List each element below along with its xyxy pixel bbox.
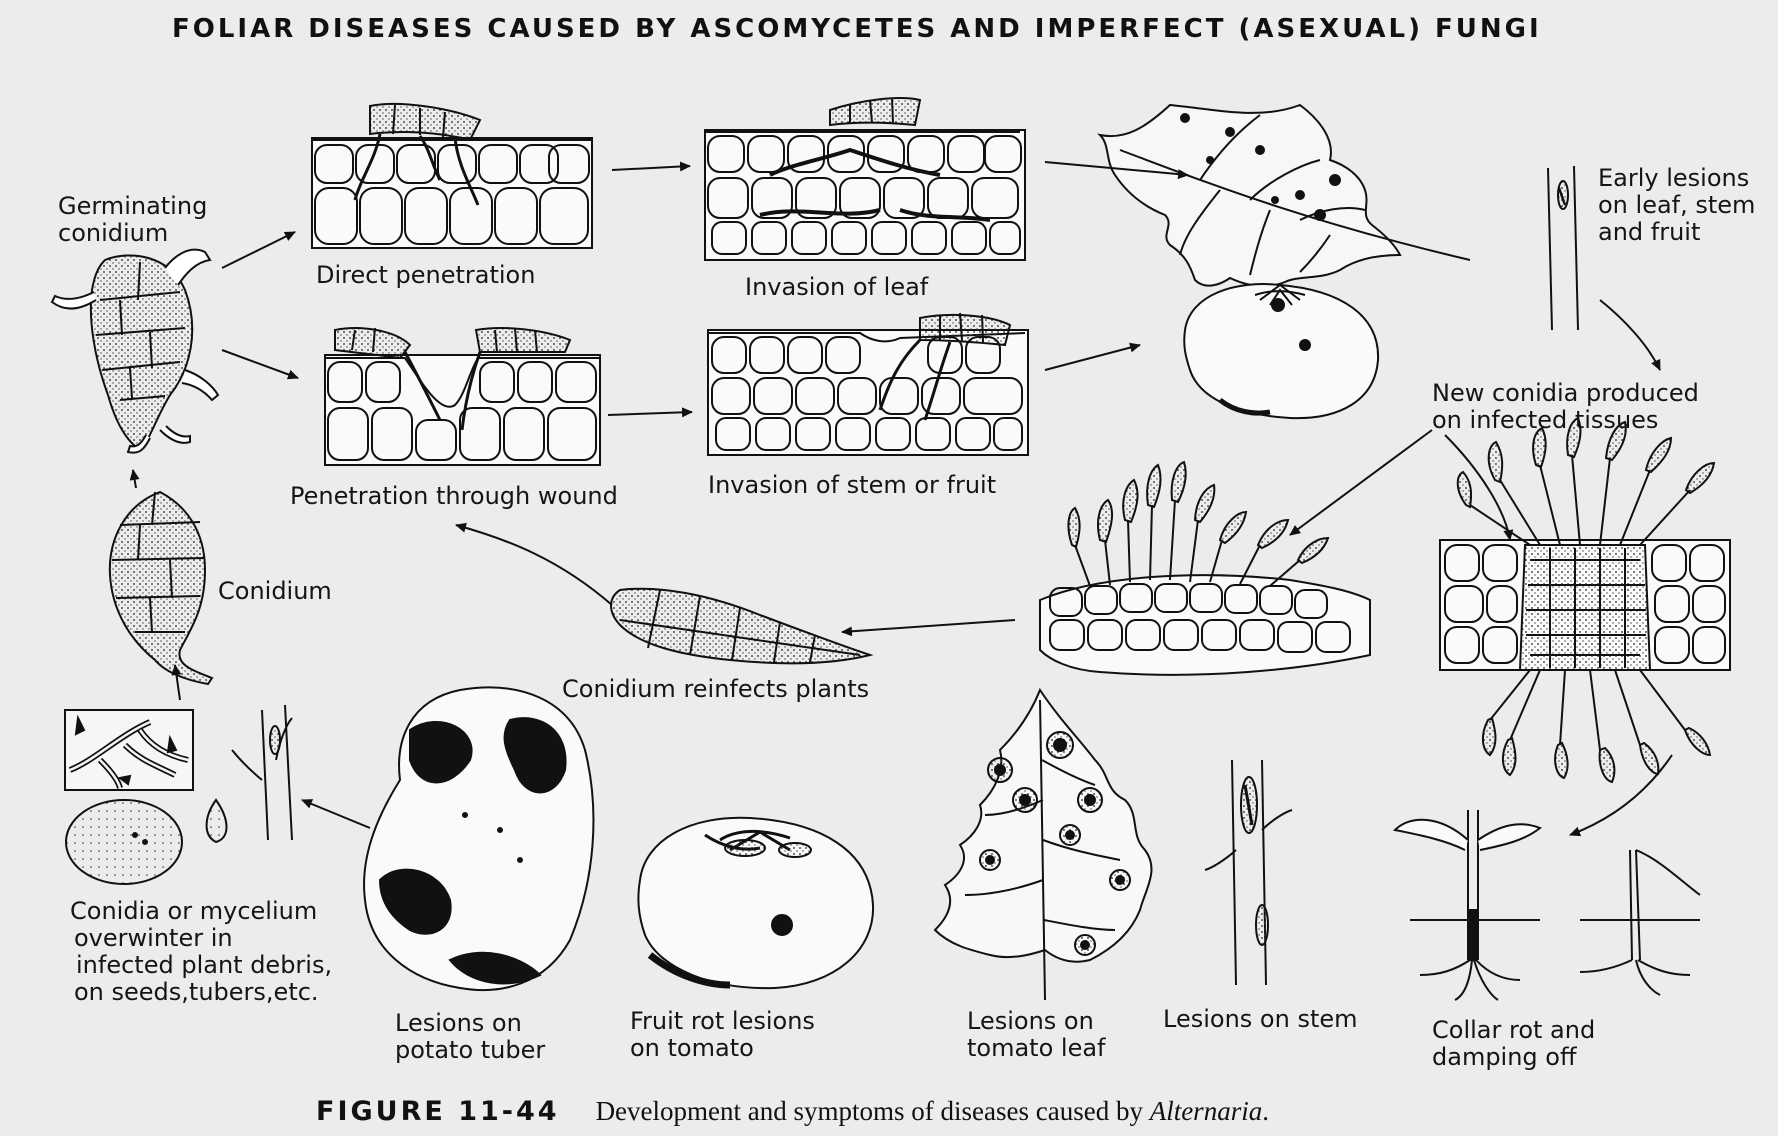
arrow-to-invasion-stem (608, 412, 692, 415)
direct-penetration-drawing (312, 104, 592, 248)
invasion-of-stem-label: Invasion of stem or fruit (708, 472, 996, 499)
overwintering-debris-drawing (65, 705, 292, 884)
direct-penetration-label: Direct penetration (316, 262, 535, 289)
arrow-to-germinating (133, 470, 136, 488)
penetration-through-wound-drawing (325, 328, 600, 465)
caption-genus: Alternaria (1150, 1096, 1263, 1126)
lesions-stem-label: Lesions on stem (1163, 1006, 1358, 1033)
early-tomato-drawing (1184, 284, 1378, 418)
invasion-of-leaf-drawing (705, 98, 1025, 260)
invasion-of-leaf-label: Invasion of leaf (745, 274, 928, 301)
caption-text: Development and symptoms of diseases cau… (596, 1096, 1269, 1126)
collar-rot-label: Collar rot and damping off (1432, 1017, 1595, 1071)
conidium-reinfects-label: Conidium reinfects plants (562, 676, 869, 703)
stem-lesion-drawing (1205, 760, 1292, 985)
germinating-conidium-drawing (52, 250, 218, 453)
reinfecting-conidium-drawing (611, 589, 870, 664)
conidiophore-mass-drawing (1040, 462, 1370, 675)
lesions-potato-label: Lesions on potato tuber (395, 1010, 545, 1064)
arrow-to-new-conidia (1600, 300, 1660, 370)
seedlings-drawing (1395, 810, 1700, 1000)
fruit-rot-label: Fruit rot lesions on tomato (630, 1008, 815, 1062)
overwinter-label: Conidia or mycelium overwinter in infect… (70, 898, 332, 1006)
arrow-to-reinfect (842, 620, 1015, 632)
germinating-conidium-label: Germinating conidium (58, 193, 207, 247)
early-lesions-label: Early lesions on leaf, stem and fruit (1598, 165, 1755, 246)
figure-number: FIGURE 11-44 (316, 1096, 560, 1127)
arrow-to-wound (222, 350, 298, 378)
conidia-cross-section-drawing (1440, 418, 1730, 782)
conidium-label: Conidium (218, 578, 332, 605)
lesions-tomato-leaf-label: Lesions on tomato leaf (967, 1008, 1106, 1062)
arrow-to-tomato (1045, 345, 1140, 370)
potato-tuber-drawing (364, 688, 593, 991)
early-stem-drawing (1548, 166, 1578, 330)
tomato-leaf-drawing (935, 690, 1151, 1000)
arrow-to-debris (302, 800, 370, 828)
invasion-of-stem-drawing (708, 313, 1028, 455)
arrow-to-direct-penetration (222, 232, 295, 268)
tomato-fruit-rot-drawing (638, 818, 873, 988)
arrow-to-invasion-leaf (612, 166, 690, 170)
arrow-to-conidiophore-mass (1290, 430, 1432, 535)
penetration-through-wound-label: Penetration through wound (290, 483, 618, 510)
arrow-to-penetration (456, 525, 612, 605)
figure-caption: FIGURE 11-44 Development and symptoms of … (316, 1096, 1269, 1127)
infected-leaf-drawing (1100, 105, 1470, 286)
conidium-drawing (110, 492, 212, 684)
new-conidia-label: New conidia produced on infected tissues (1432, 380, 1699, 434)
